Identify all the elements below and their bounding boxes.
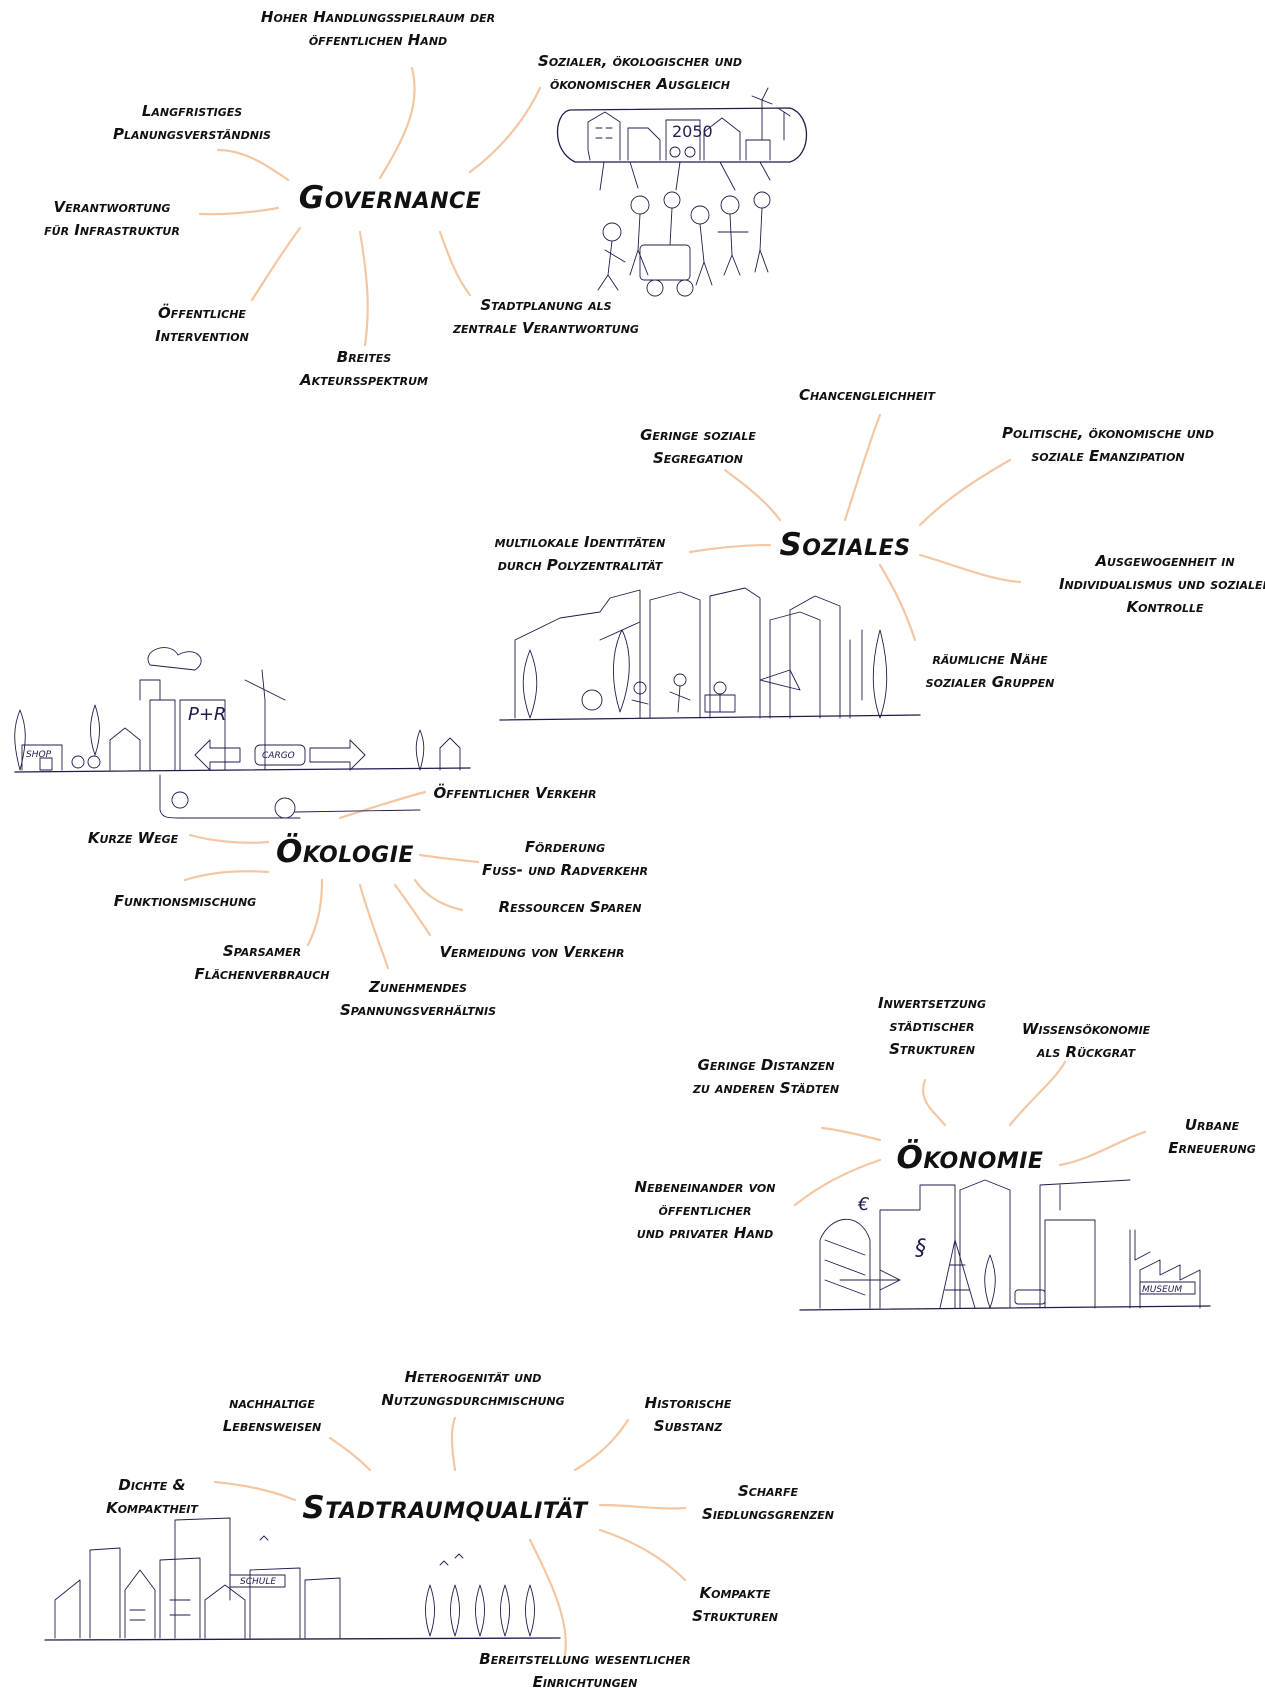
ray	[918, 458, 1012, 527]
ray	[418, 853, 480, 864]
ray	[358, 883, 390, 970]
year-2050: 2050	[672, 122, 713, 141]
label: Vermeidung von Verkehr	[439, 943, 624, 961]
ray	[188, 833, 270, 844]
ray	[922, 1078, 947, 1127]
ray	[878, 563, 917, 642]
ray	[573, 1418, 630, 1472]
cluster-title: Governance	[299, 180, 481, 216]
ray	[1058, 1130, 1147, 1167]
label: Dichte &Kompaktheit	[106, 1476, 199, 1517]
ray	[198, 206, 280, 216]
ray	[393, 883, 432, 937]
label: Ressourcen Sparen	[499, 898, 642, 916]
stadtraum-sketch: SCHULE	[44, 1517, 561, 1641]
ray	[843, 413, 882, 522]
soziales-sketch	[499, 587, 921, 721]
ray	[213, 1480, 297, 1502]
ray	[358, 230, 369, 347]
museum-sign: MUSEUM	[1142, 1285, 1182, 1295]
ray	[598, 1528, 687, 1582]
cluster-title: Stadtraumqualität	[302, 1490, 589, 1526]
ray	[918, 553, 1022, 584]
school-sign: SCHULE	[240, 1577, 276, 1587]
ray	[306, 878, 324, 947]
euro-sign: €	[857, 1194, 869, 1215]
ray	[450, 1416, 457, 1472]
paragraph-sign: §	[915, 1236, 926, 1261]
ray	[1008, 1060, 1067, 1127]
ray	[793, 1158, 882, 1207]
ray	[250, 226, 302, 302]
ray	[528, 1538, 567, 1657]
ray	[338, 790, 427, 820]
park-ride-sign: P+R	[188, 704, 226, 725]
cluster-soziales: Soziales Chancengleichheit Geringe sozia…	[495, 386, 1265, 721]
shop-sign: SHOP	[26, 750, 52, 760]
cluster-oekologie: Ökologie Öffentlicher Verkehr Kurze Wege…	[14, 647, 648, 1019]
label: Funktionsmischung	[114, 892, 256, 910]
cluster-title: Ökonomie	[897, 1139, 1044, 1176]
ray	[328, 1436, 372, 1472]
ray	[413, 878, 464, 912]
ray	[468, 86, 542, 174]
oekonomie-sketch: € § MUSEUM	[799, 1179, 1211, 1311]
ray	[688, 543, 772, 554]
ray	[723, 468, 782, 522]
governance-sketch: 2050	[556, 87, 808, 297]
label: Kurze Wege	[88, 829, 179, 847]
cargo-sign: CARGO	[262, 751, 295, 761]
ray	[820, 1126, 882, 1142]
ray	[378, 66, 416, 180]
ray	[216, 148, 290, 182]
label: Öffentlicher Verkehr	[434, 783, 597, 802]
ray	[438, 230, 472, 297]
cluster-title: Ökologie	[276, 833, 414, 870]
ray	[598, 1503, 687, 1510]
label: Chancengleichheit	[799, 386, 936, 404]
ray	[183, 870, 270, 882]
oekologie-sketch: SHOP P+R CARGO	[14, 647, 471, 819]
cluster-title: Soziales	[779, 527, 910, 563]
